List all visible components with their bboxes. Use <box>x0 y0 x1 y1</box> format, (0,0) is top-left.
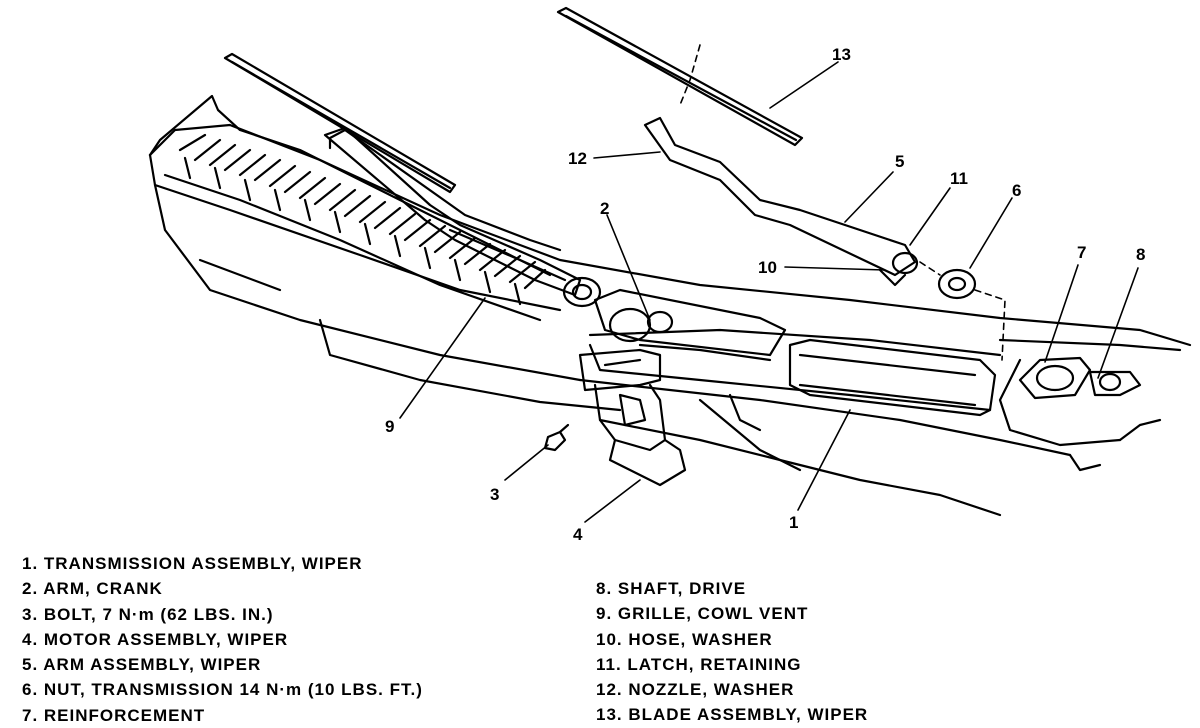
legend-item: 4. MOTOR ASSEMBLY, WIPER <box>22 629 289 649</box>
left-wiper-arm <box>323 126 602 308</box>
callout-4: 4 <box>573 525 583 544</box>
legend-item: 9. GRILLE, COWL VENT <box>596 604 809 624</box>
cowl-vent-grille <box>148 94 567 322</box>
legend-item: 5. ARM ASSEMBLY, WIPER <box>22 655 262 675</box>
leader-lines <box>399 61 1139 523</box>
wiper-motor-assembly <box>578 348 687 487</box>
callout-1: 1 <box>789 513 798 532</box>
legend-item: 3. BOLT, 7 N·m (62 LBS. IN.) <box>22 604 274 624</box>
legend-item: 1. TRANSMISSION ASSEMBLY, WIPER <box>22 554 363 573</box>
reinforcement <box>1018 356 1092 400</box>
legend-item: 8. SHAFT, DRIVE <box>596 579 747 598</box>
legend-item: 6. NUT, TRANSMISSION 14 N·m (10 LBS. FT.… <box>22 680 423 700</box>
transmission-assembly <box>593 288 997 417</box>
legend-item: 12. NOZZLE, WASHER <box>596 680 795 700</box>
callout-8: 8 <box>1136 245 1145 264</box>
transmission-nut <box>937 268 977 300</box>
callout-11: 11 <box>950 169 968 188</box>
legend-item: 10. HOSE, WASHER <box>596 629 773 649</box>
parts-legend-left: 1. TRANSMISSION ASSEMBLY, WIPER 2. ARM, … <box>22 551 423 728</box>
callout-6: 6 <box>1012 181 1021 200</box>
callout-9: 9 <box>385 417 394 436</box>
left-wiper-blade <box>223 52 457 194</box>
legend-item: 2. ARM, CRANK <box>22 579 163 599</box>
legend-item: 11. LATCH, RETAINING <box>596 654 802 674</box>
callout-7: 7 <box>1077 243 1086 262</box>
callout-5: 5 <box>895 152 904 171</box>
bolt <box>543 423 570 452</box>
right-wiper-blade <box>556 6 804 147</box>
legend-item: 13. BLADE ASSEMBLY, WIPER <box>596 705 869 725</box>
callout-13: 13 <box>832 45 851 64</box>
drive-shaft <box>1088 370 1142 397</box>
right-wiper-arm <box>643 116 919 287</box>
callout-10: 10 <box>758 258 777 277</box>
assembly-guide-lines <box>679 44 1006 361</box>
legend-item: 7. REINFORCEMENT <box>22 705 206 725</box>
callout-3: 3 <box>490 485 499 504</box>
cowl-panel <box>148 123 1192 517</box>
callout-12: 12 <box>568 149 587 168</box>
parts-legend-right: 8. SHAFT, DRIVE 9. GRILLE, COWL VENT 10.… <box>596 576 868 728</box>
callout-2: 2 <box>600 199 609 218</box>
